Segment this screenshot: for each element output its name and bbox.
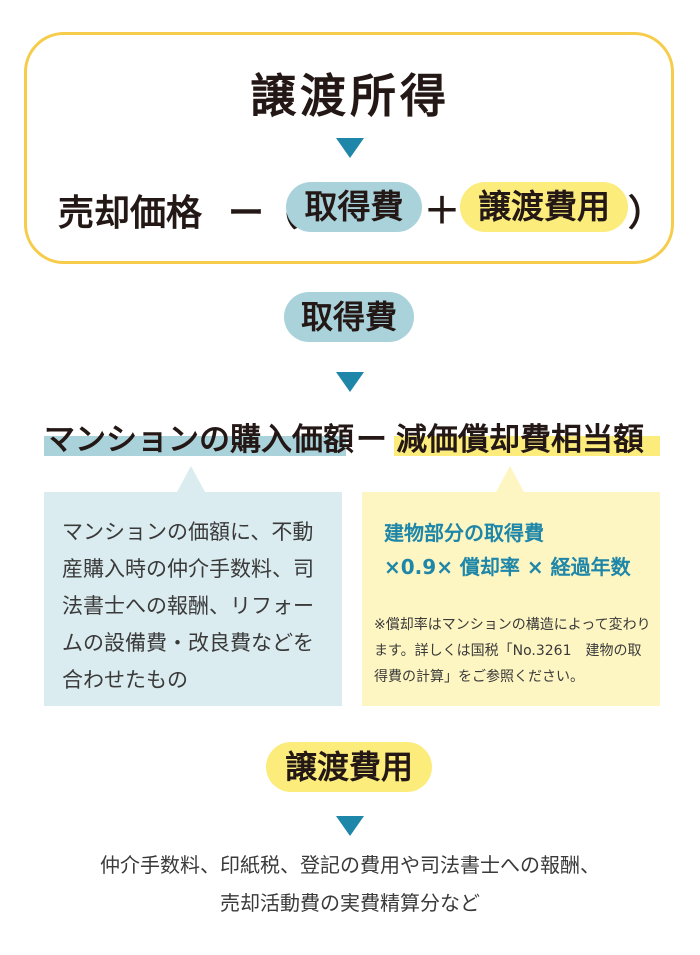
depreciation-explanation-box [362,492,660,706]
purchase-price-explanation: マンションの価額に、不動産購入時の仲介手数料、司法書士への報酬、リフォームの設備… [62,520,314,692]
callout-pointer [177,466,205,492]
formula-minus: ー [228,193,265,234]
depreciation-term: 減価償却費相当額 [396,422,644,458]
formula-box [24,32,674,264]
formula-title: 譲渡所得 [250,69,450,123]
highlight-depreciation [394,436,660,456]
acquisition-heading-pill: 取得費 [284,292,414,342]
purchase-price-term: マンションの購入価額 [44,422,354,458]
down-arrow-icon [336,816,364,836]
purchase-price-explanation-box [44,492,342,706]
transfer-description-line1: 仲介手数料、印紙税、登記の費用や司法書士への報酬、 [100,853,600,877]
depreciation-note: ※償却率はマンションの構造によって変わります。詳しくは国税「No.3261 建物… [374,617,651,685]
transfer-description-line2: 売却活動費の実費精算分など [220,891,480,915]
depreciation-formula-line2: ×0.9× 償却率 × 経過年数 [384,555,631,579]
transfer-heading-pill: 譲渡費用 [266,742,432,792]
highlight-purchase-price [44,436,346,456]
formula-acquisition-cost-pill: 取得費 [286,182,422,232]
down-arrow-icon [336,138,364,158]
acquisition-minus: ー [356,422,387,458]
depreciation-formula-line1: 建物部分の取得費 [384,521,544,545]
down-arrow-icon [336,372,364,392]
formula-sale-price: 売却価格 [58,193,203,234]
formula-transfer-cost-pill: 譲渡費用 [460,182,628,232]
callout-pointer [496,466,524,492]
formula-plus: ＋ [424,191,461,232]
formula-close-paren: ） [628,193,665,234]
